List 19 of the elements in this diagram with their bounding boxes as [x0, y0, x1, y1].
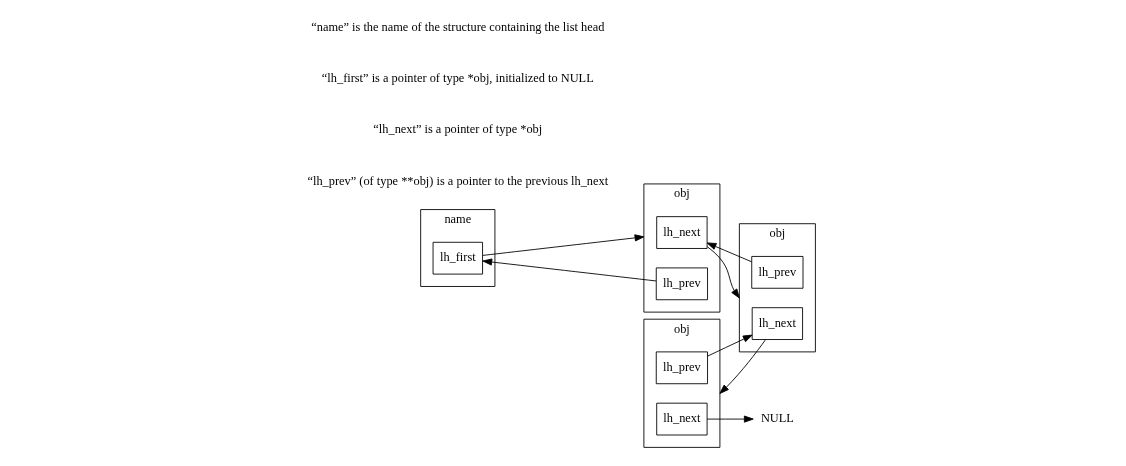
- arrow: [719, 339, 766, 394]
- node-box: lh_first: [432, 241, 483, 275]
- arrow: [482, 258, 657, 282]
- node-box: lh_next: [656, 402, 708, 436]
- arrow: [706, 242, 753, 263]
- node-box: lh_prev: [655, 351, 708, 385]
- label: “lh_next” is a pointer of type *obj: [373, 122, 543, 137]
- label: “name” is the name of the structure containing the list head: [311, 19, 605, 34]
- arrow: [706, 415, 754, 423]
- label: “lh_prev” (of type **obj) is a pointer to the previous lh_next: [307, 173, 609, 188]
- node-box: lh_prev: [751, 256, 804, 289]
- node-box: lh_next: [751, 307, 803, 340]
- node-box: lh_next: [656, 216, 708, 249]
- arrow: [707, 246, 740, 299]
- label: “lh_first” is a pointer of type *obj, initialized to NULL: [321, 71, 594, 86]
- arrow: [482, 234, 645, 256]
- node-text: NULL: [760, 411, 794, 426]
- node-box: lh_prev: [655, 267, 708, 301]
- arrow: [707, 334, 753, 357]
